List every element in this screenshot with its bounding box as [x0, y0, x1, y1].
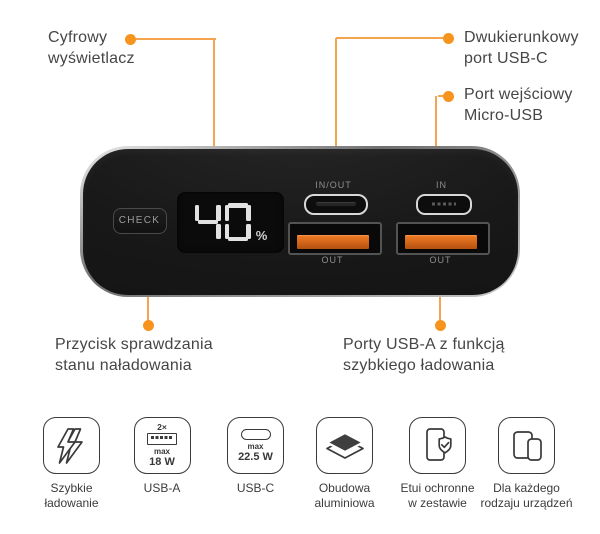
callout-dot-usbc-label: [442, 32, 454, 44]
callout-dot-check-label: [142, 319, 154, 331]
callout-dot-usba-label: [434, 319, 446, 331]
usbc-power-text: 22.5 W: [238, 450, 273, 463]
callout-label-display: Cyfrowy wyświetlacz: [48, 27, 135, 69]
callout-label-micro-line2: Micro-USB: [464, 107, 544, 124]
micro-usb-port: [415, 193, 472, 215]
callout-label-check-line2: stanu naładowania: [55, 357, 192, 374]
feature-box-usbc: max 22.5 W: [227, 417, 284, 474]
battery-display-digits: [193, 203, 253, 241]
powerbank-body: CHECK % IN/OUT IN OUT OUT: [82, 148, 518, 295]
feature-label-devices-line1: Dla każdego: [493, 481, 560, 495]
feature-label-case-line2: w zestawie: [408, 496, 467, 510]
feature-label-aluminium-line1: Obudowa: [318, 481, 371, 495]
feature-box-aluminium: [316, 417, 373, 474]
usba-port-right: [395, 221, 490, 255]
callout-label-micro-line1: Port wejściowy: [464, 86, 573, 103]
callout-label-display-line1: Cyfrowy: [48, 29, 108, 46]
usba-multiplier-text: 2×: [157, 421, 167, 432]
feature-label-usba-line1: USB-A: [143, 481, 181, 495]
feature-box-devices: [498, 417, 555, 474]
callout-label-check: Przycisk sprawdzania stanu naładowania: [55, 334, 213, 376]
micro-usb-port-label: IN: [436, 179, 447, 190]
callout-dot-display-label: [124, 33, 136, 45]
micro-usb-port-pins: [431, 202, 456, 206]
feature-label-aluminium: Obudowa aluminiowa: [290, 481, 400, 511]
callout-label-usbc: Dwukierunkowy port USB-C: [464, 27, 579, 69]
usba-port-right-tongue: [404, 234, 477, 249]
feature-label-usbc-line1: USB-C: [236, 481, 275, 495]
callout-label-display-line2: wyświetlacz: [48, 50, 135, 67]
feature-label-devices-line2: rodzaju urządzeń: [480, 496, 573, 510]
usbc-port-label: IN/OUT: [315, 179, 352, 190]
seven-segment-digit: [224, 203, 251, 241]
powerbank-body-rim: CHECK % IN/OUT IN OUT OUT: [80, 146, 520, 297]
aluminium-icon: [325, 431, 364, 459]
feature-box-fast-charging: [43, 417, 100, 474]
usbc-max-text: max: [247, 441, 264, 451]
callout-line-display-h: [136, 38, 216, 40]
feature-label-aluminium-line2: aluminiowa: [314, 496, 375, 510]
feature-box-usba: 2× max 18 W: [133, 417, 191, 474]
feature-label-usba: USB-A: [107, 481, 217, 496]
feature-label-case: Etui ochronne w zestawie: [383, 481, 493, 511]
usba-right-port-label: OUT: [429, 254, 452, 265]
callout-dot-micro-label: [442, 90, 454, 102]
usbc-port: [303, 193, 368, 215]
usba-port-left-tongue: [296, 234, 369, 249]
callout-line-usbc-h: [336, 37, 444, 39]
callout-line-micro-v: [435, 96, 437, 167]
protective-case-icon: [425, 427, 452, 461]
callout-label-usba: Porty USB-A z funkcją szybkiego ładowani…: [343, 334, 505, 376]
callout-label-usbc-line2: port USB-C: [464, 50, 548, 67]
callout-line-usba-down-v: [439, 284, 441, 322]
all-devices-icon: [512, 430, 542, 461]
callout-label-usba-line2: szybkiego ładowania: [343, 357, 495, 374]
check-button: CHECK: [112, 207, 167, 234]
feature-label-usbc: USB-C: [201, 481, 311, 496]
feature-label-fast-charging-line1: Szybkie: [50, 481, 93, 495]
callout-line-usbc-v: [335, 38, 337, 167]
callout-line-micro-h: [438, 95, 445, 97]
usb-a-icon: [147, 433, 177, 446]
usbc-port-slot: [315, 202, 356, 206]
callout-label-usba-line1: Porty USB-A z funkcją: [343, 336, 505, 353]
battery-display-unit: %: [255, 227, 268, 243]
usba-max-text: max: [153, 447, 170, 457]
feature-label-devices: Dla każdego rodzaju urządzeń: [472, 481, 582, 511]
usb-c-icon: [240, 428, 271, 440]
battery-display: %: [176, 191, 284, 253]
usba-port-left: [287, 221, 382, 255]
callout-label-check-line1: Przycisk sprawdzania: [55, 336, 213, 353]
callout-label-usbc-line1: Dwukierunkowy: [464, 29, 579, 46]
feature-label-case-line1: Etui ochronne: [400, 481, 475, 495]
feature-label-fast-charging-line2: ładowanie: [44, 496, 99, 510]
callout-line-display-v: [213, 39, 215, 186]
seven-segment-digit: [194, 203, 221, 241]
usba-left-port-label: OUT: [321, 254, 344, 265]
feature-label-fast-charging: Szybkie ładowanie: [17, 481, 127, 511]
usba-power-text: 18 W: [149, 456, 175, 469]
callout-label-micro: Port wejściowy Micro-USB: [464, 84, 573, 126]
fast-charging-icon: [56, 427, 83, 464]
feature-box-case: [409, 417, 466, 474]
